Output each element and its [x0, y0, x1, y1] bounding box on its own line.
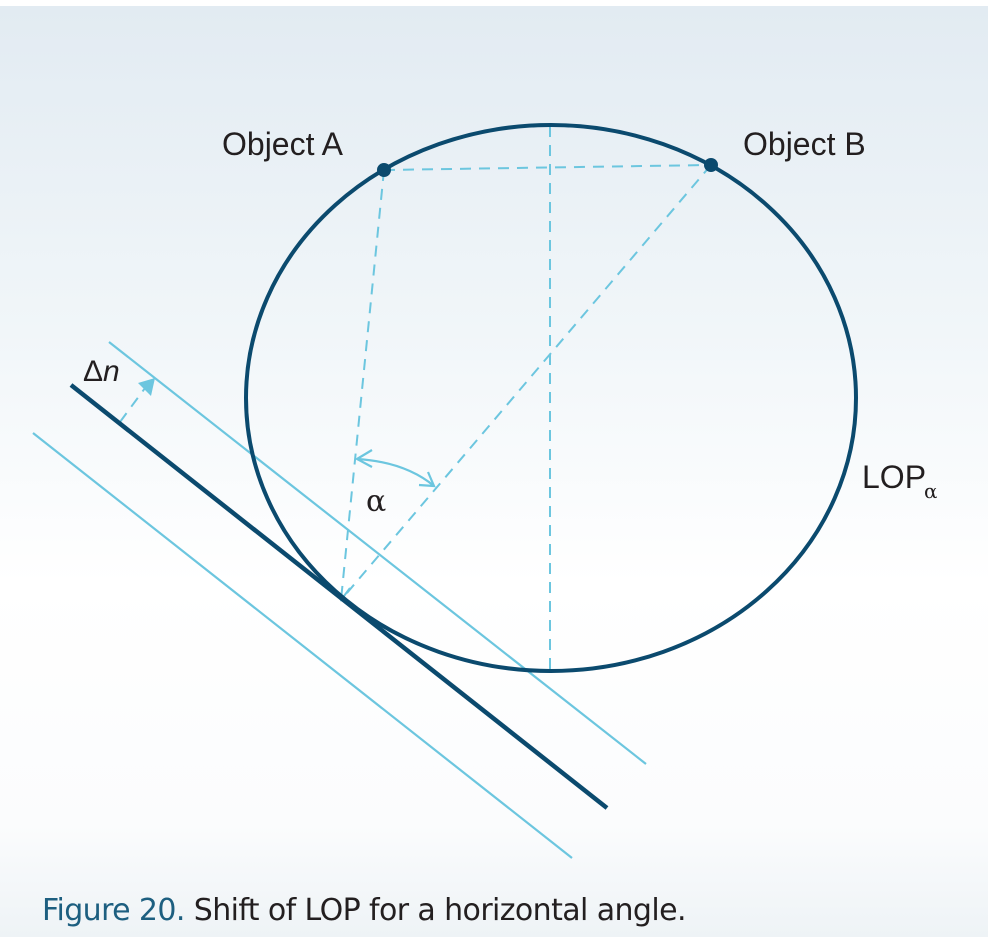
bearing-line-a	[340, 169, 385, 601]
object-a-point	[377, 163, 391, 177]
alpha-angle-arc	[356, 457, 435, 487]
alpha-label: α	[366, 484, 386, 519]
object-b-point	[704, 158, 718, 172]
original-lop-line	[69, 383, 609, 810]
object-a-label: Object A	[222, 126, 344, 162]
figure-caption: Figure 20. Shift of LOP for a horizontal…	[42, 893, 686, 928]
object-b-label: Object B	[743, 126, 866, 162]
alpha-arrow-left-icon	[354, 449, 373, 468]
caption-text: Shift of LOP for a horizontal angle.	[184, 893, 687, 928]
figure-panel	[0, 6, 988, 937]
lop-circle	[244, 123, 858, 673]
chord-a-b	[383, 164, 712, 171]
lop-label: LOP	[862, 459, 926, 495]
delta-n-label: Δn	[83, 355, 120, 388]
lop-subscript: α	[924, 479, 938, 503]
figure-number: Figure 20.	[42, 893, 185, 928]
delta-n-arrow-icon	[138, 378, 155, 396]
alpha-arrow-right-icon	[418, 471, 436, 488]
shifted-lop-line-upper	[108, 341, 647, 765]
bearing-line-b	[340, 164, 712, 601]
shifted-lop-line-lower	[32, 432, 573, 859]
delta-n-offset	[119, 383, 149, 423]
